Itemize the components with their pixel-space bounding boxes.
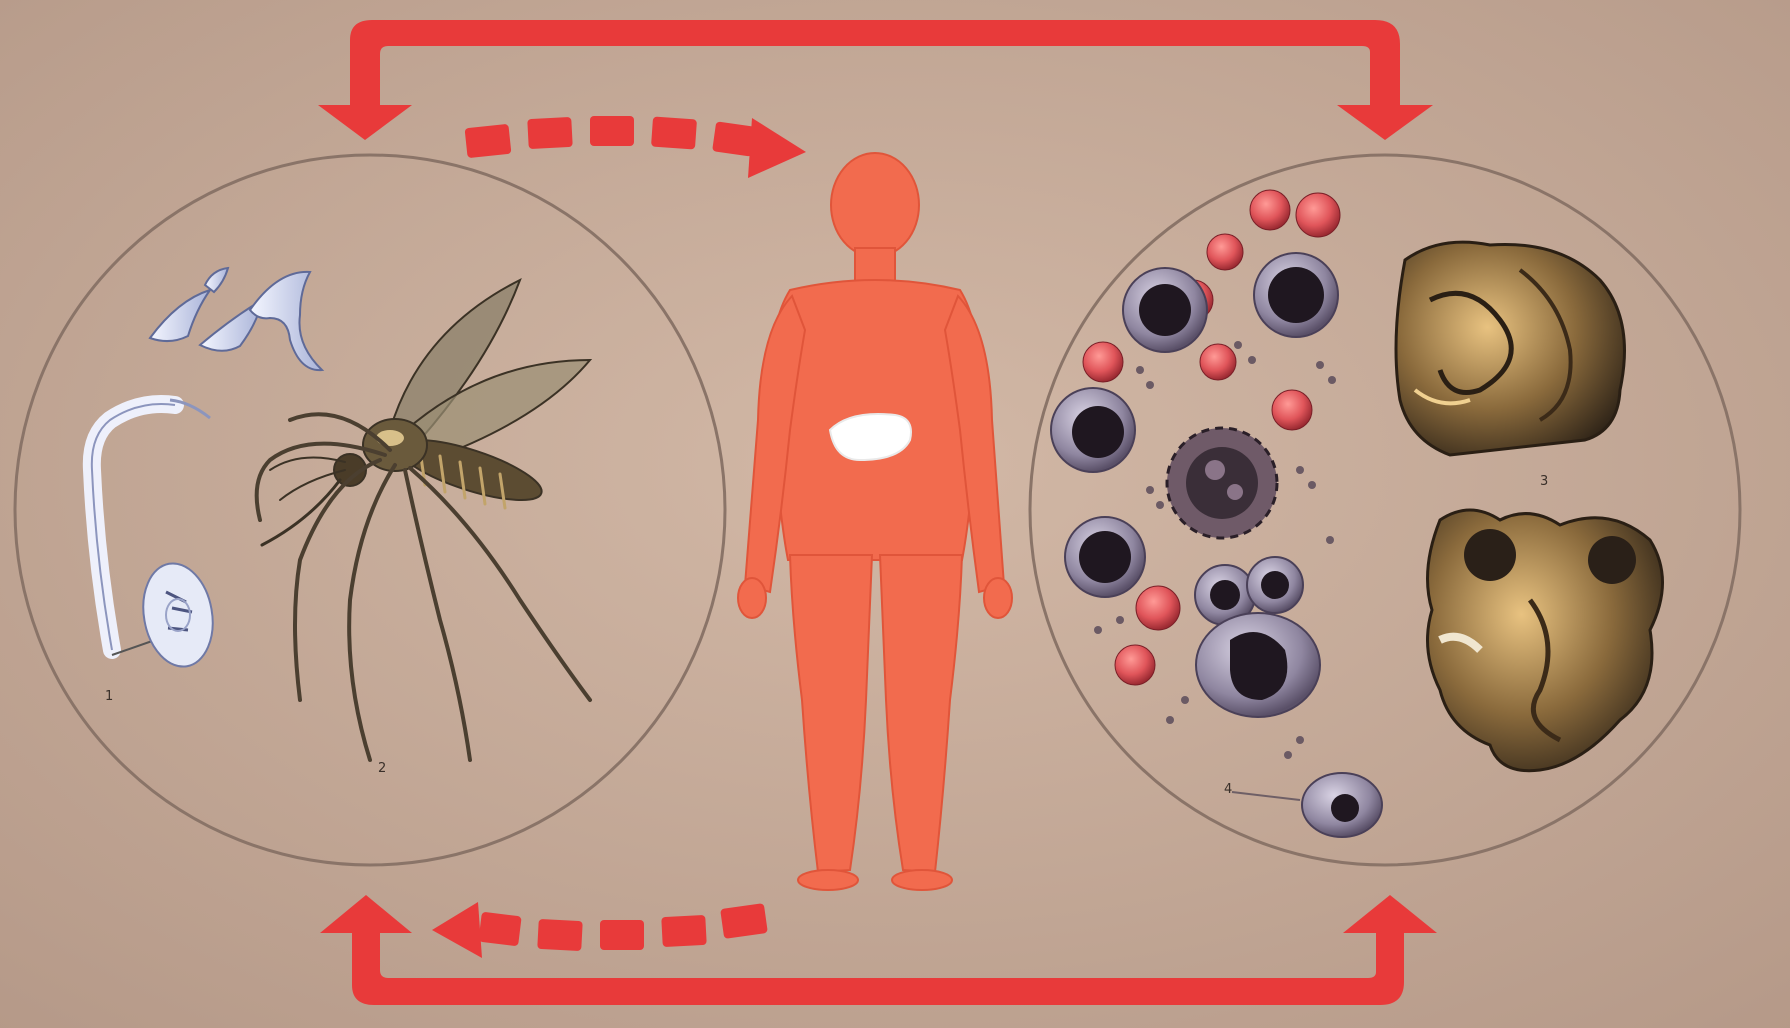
label-1: 1: [105, 689, 113, 704]
liver-tissue-icon: [1396, 242, 1625, 455]
spiked-cell-icon: [1167, 428, 1277, 538]
label-4: 4: [1224, 782, 1232, 797]
label-3: 3: [1540, 474, 1548, 489]
label-2: 2: [378, 761, 386, 776]
